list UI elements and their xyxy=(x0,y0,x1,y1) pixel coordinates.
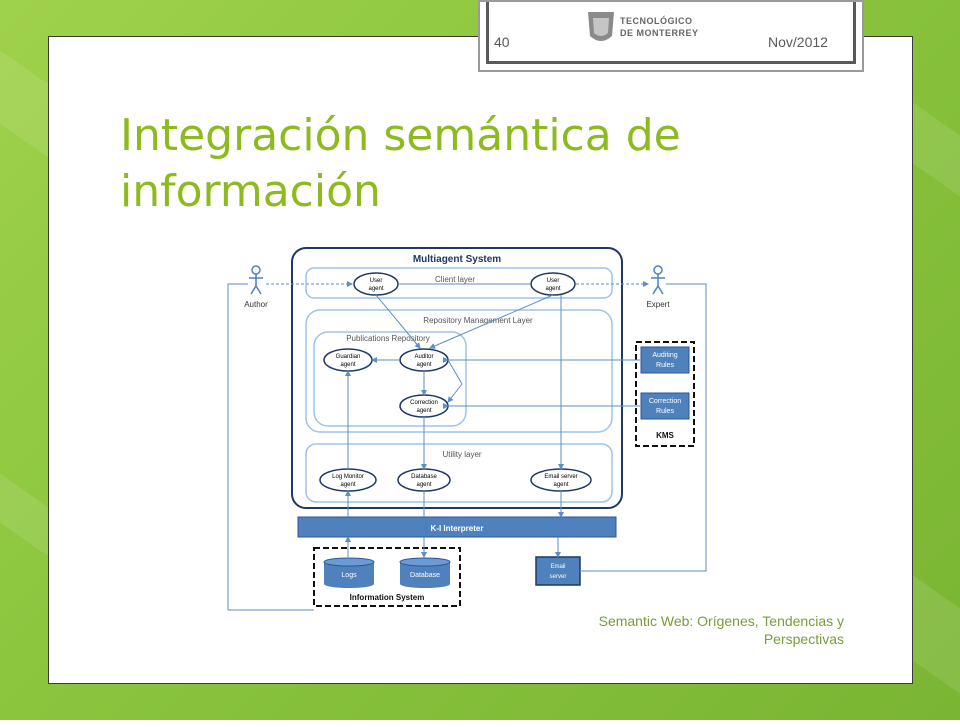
information-system-box xyxy=(313,547,461,607)
slide-date: Nov/2012 xyxy=(768,34,828,50)
auditor-agent-l2: agent xyxy=(416,362,431,368)
title-line-1: Integración semántica de xyxy=(120,110,681,161)
slide-title: Integración semántica de información xyxy=(120,108,820,220)
ki-interpreter-label: K-I Interpreter xyxy=(431,524,484,533)
database-cylinder-icon xyxy=(399,557,451,588)
header-box xyxy=(478,0,864,72)
database-label: Database xyxy=(410,572,440,579)
correction-rules-box xyxy=(640,392,690,420)
database-agent-l2: agent xyxy=(416,482,431,488)
correction-agent-l2: agent xyxy=(416,408,431,414)
email-server-l1: Email xyxy=(550,564,565,570)
database-agent-l1: Database xyxy=(411,474,437,480)
footer-line-1: Semantic Web: Orígenes, Tendencias y xyxy=(598,613,844,629)
kms-label: KMS xyxy=(656,431,674,440)
information-system-label: Information System xyxy=(350,593,425,602)
logo-text-line1: TECNOLÓGICO xyxy=(620,16,693,26)
footer-line-2: Perspectivas xyxy=(763,631,844,647)
connector-lines xyxy=(227,281,707,611)
auditing-rules-l1: Auditing xyxy=(652,352,677,359)
guardian-agent-l1: Guardian xyxy=(336,354,361,360)
author-label: Author xyxy=(244,300,268,309)
email-server-agent-l2: agent xyxy=(553,482,568,488)
title-line-2: información xyxy=(120,166,381,217)
utility-layer-label: Utility layer xyxy=(442,450,481,459)
kms-box xyxy=(635,341,695,447)
auditing-rules-l2: Rules xyxy=(656,362,674,369)
email-server-box xyxy=(535,556,581,586)
user-agent-left-l2: agent xyxy=(368,286,383,292)
log-monitor-agent-l2: agent xyxy=(340,482,355,488)
author-actor-icon xyxy=(249,265,263,295)
email-server-l2: server xyxy=(550,574,567,580)
repository-layer-label: Repository Management Layer xyxy=(423,316,533,325)
guardian-agent-l2: agent xyxy=(340,362,355,368)
auditor-agent-l1: Auditor xyxy=(414,354,433,360)
tec-logo-icon xyxy=(588,12,614,41)
log-monitor-agent-l1: Log Monitor xyxy=(332,474,364,480)
client-layer-label: Client layer xyxy=(435,275,475,284)
correction-rules-l2: Rules xyxy=(656,408,674,415)
footer-text: Semantic Web: Orígenes, Tendencias y Per… xyxy=(514,612,844,648)
email-server-agent-l1: Email server xyxy=(544,474,577,480)
architecture-diagram: Multiagent System Client layer User agen… xyxy=(227,247,707,611)
logo-text-line2: DE MONTERREY xyxy=(620,28,699,38)
publications-repository-label: Publications Repository xyxy=(346,334,430,343)
expert-label: Expert xyxy=(646,300,670,309)
correction-agent-l1: Correction xyxy=(410,400,438,406)
expert-actor-icon xyxy=(651,265,665,295)
correction-rules-l1: Correction xyxy=(649,398,681,405)
logs-cylinder-icon xyxy=(323,557,375,588)
slide-number: 40 xyxy=(494,34,510,50)
user-agent-right-l2: agent xyxy=(545,286,560,292)
user-agent-right-l1: User xyxy=(547,278,560,284)
auditing-rules-box xyxy=(640,346,690,374)
user-agent-left-l1: User xyxy=(370,278,383,284)
utility-layer-box xyxy=(305,443,613,503)
ki-interpreter-bar xyxy=(297,516,617,538)
system-title: Multiagent System xyxy=(413,254,501,265)
logs-label: Logs xyxy=(341,572,357,579)
